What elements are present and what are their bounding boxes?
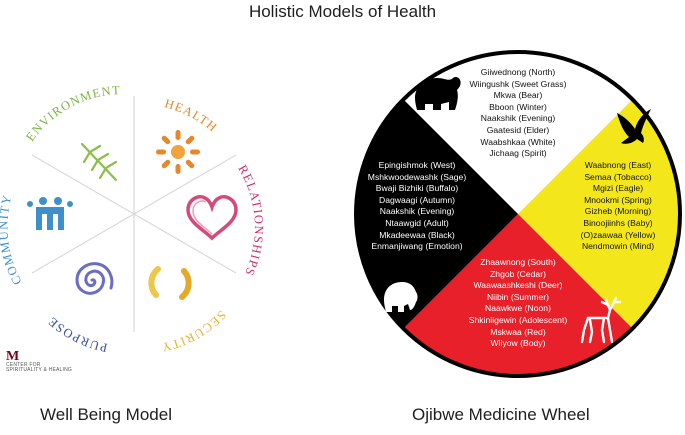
south-line: Mskwaa (Red) [490, 326, 546, 337]
north-line: Gaatesid (Elder) [486, 124, 550, 135]
east-line: Nendmowin (Mind) [581, 241, 655, 252]
quadrant-south [356, 214, 680, 376]
south-line: Zhgob (Cedar) [490, 268, 546, 279]
north-line: Giiwednong (North) [480, 67, 556, 77]
south-line: Shkiniigewin (Adolescent) [468, 314, 568, 325]
east-line: (O)zaawaa (Yellow) [580, 229, 656, 240]
west-line: Bwaji Bizhiki (Buffalo) [375, 183, 459, 194]
wellbeing-dividers [31, 96, 237, 332]
south-line: Niibin (Summer) [486, 291, 550, 302]
spiral-icon [75, 262, 114, 295]
south-line: Naawkwe (Noon) [485, 303, 551, 314]
east-line: Binoojiinhs (Baby) [583, 217, 653, 228]
east-line: Semaa (Tobacco) [584, 171, 652, 182]
label-environment: ENVIRONMENT [23, 83, 121, 144]
medicine-wheel [354, 50, 682, 378]
logo-mark: M [6, 349, 20, 364]
label-purpose: PURPOSE [45, 314, 109, 355]
west-line: Enmanjiwang (Emotion) [371, 241, 463, 252]
eagle-icon [617, 109, 651, 144]
logo-line-2: SPIRITUALITY & HEALING [6, 367, 72, 374]
west-line: Epingishmok (West) [378, 160, 456, 170]
label-health: HEALTH [163, 96, 220, 135]
logo-line-1: CENTER FOR [6, 362, 41, 368]
north-line: Wiingushk (Sweet Grass) [469, 78, 567, 89]
deer-icon [580, 296, 622, 344]
caption-well-being-model: Well Being Model [40, 405, 172, 424]
label-security: SECURITY [159, 308, 228, 355]
north-line: Bboon (Winter) [489, 101, 547, 112]
leaf-icon [80, 142, 118, 182]
west-text-block: Epingishmok (West) Mshkwoodewashk (Sage)… [360, 160, 474, 253]
east-line: Mnookmi (Spring) [584, 194, 652, 205]
page-title: Holistic Models of Health [248, 2, 437, 21]
south-line: Wiiyow (Body) [490, 338, 546, 349]
west-line: Mshkwoodewashk (Sage) [367, 171, 467, 182]
wheel-outline [354, 50, 682, 378]
buffalo-icon [384, 282, 418, 312]
west-line: Ntaawgid (Adult) [385, 217, 449, 228]
center-logo: M CENTER FOR SPIRITUALITY & HEALING [6, 349, 72, 374]
people-icon [27, 197, 73, 230]
east-line: Waabnong (East) [584, 160, 652, 170]
sun-icon [156, 130, 200, 174]
north-line: Waabshkaa (White) [480, 136, 556, 147]
north-line: Jichaag (Spirit) [489, 148, 547, 159]
south-text-block: Zhaawnong (South) Zhgob (Cedar) Waawaash… [454, 257, 582, 350]
wellbeing-model: HEALTH RELATIONSHIPS SECURITY PURPOSE CO… [0, 83, 266, 355]
west-line: Mkadeewaa (Black) [379, 229, 455, 240]
north-line: Naakshik (Evening) [480, 113, 556, 124]
label-relationships: RELATIONSHIPS [235, 162, 266, 278]
west-line: Naakshik (Evening) [379, 206, 455, 217]
heart-icon [186, 195, 238, 241]
security-icon [148, 266, 192, 300]
east-line: Gizheb (Morning) [584, 206, 652, 217]
west-line: Dagwaagi (Autumn) [379, 194, 455, 205]
east-line: Mgizi (Eagle) [592, 183, 644, 194]
quadrant-east [518, 52, 680, 376]
south-line: Zhaawnong (South) [480, 257, 556, 267]
east-text-block: Waabnong (East) Semaa (Tobacco) Mgizi (E… [564, 160, 672, 253]
caption-medicine-wheel: Ojibwe Medicine Wheel [412, 405, 590, 424]
south-line: Waawaashkeshi (Deer) [473, 280, 563, 291]
north-line: Mkwa (Bear) [493, 90, 543, 101]
bear-icon [415, 76, 461, 110]
label-community: COMMUNITY [0, 193, 25, 287]
north-text-block: Giiwednong (North) Wiingushk (Sweet Gras… [448, 67, 588, 160]
